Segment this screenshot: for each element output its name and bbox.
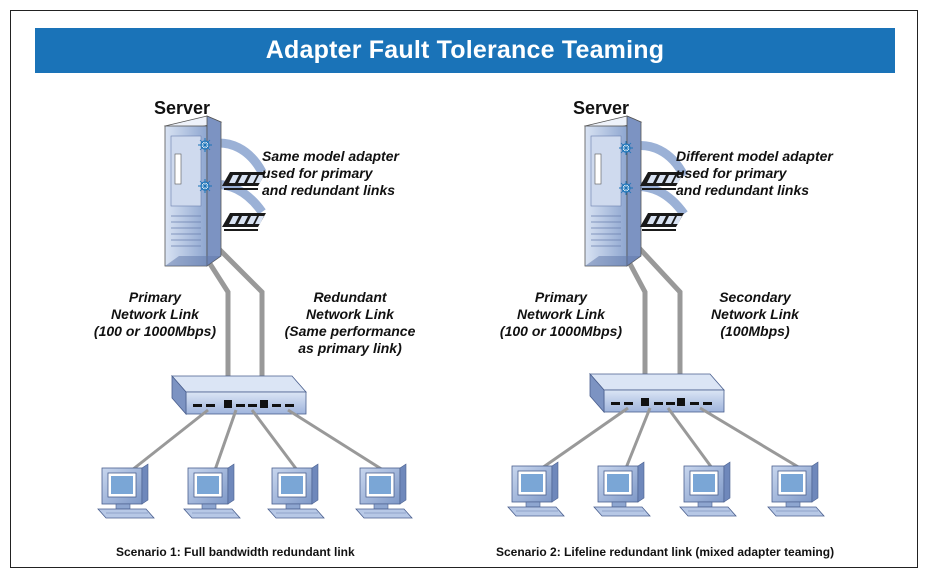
- redundant-link-label: Redundant Network Link (Same performance…: [270, 289, 430, 357]
- scenario-1: [97, 115, 413, 519]
- primary-link-label-line: Network Link: [111, 306, 199, 322]
- workstation-icon: [507, 461, 565, 517]
- secondary-link-label-line: (100Mbps): [720, 323, 790, 339]
- link-light-icon: [618, 180, 634, 196]
- redundant-link-label-line: as primary link): [298, 340, 402, 356]
- adapter-note: Different model adapter used for primary…: [676, 148, 833, 199]
- primary-link-label: Primary Network Link (100 or 1000Mbps): [80, 289, 230, 340]
- redundant-link-label-line: Network Link: [306, 306, 394, 322]
- primary-link-label: Primary Network Link (100 or 1000Mbps): [486, 289, 636, 340]
- primary-link-label-line: Primary: [128, 289, 182, 305]
- redundant-link-label-line: Redundant: [313, 289, 387, 305]
- server-label: Server: [573, 98, 630, 118]
- server-tower-icon: [584, 115, 642, 267]
- network-adapter-icon: [639, 212, 685, 231]
- adapter-note-line: Same model adapter: [262, 148, 399, 164]
- primary-link-label-line: Network Link: [517, 306, 605, 322]
- secondary-link-label-line: Network Link: [711, 306, 799, 322]
- switch-icon: [589, 372, 725, 414]
- adapter-note-line: used for primary: [676, 165, 787, 181]
- figure-title: Adapter Fault Tolerance Teaming: [35, 28, 895, 73]
- switch-icon: [171, 374, 307, 416]
- adapter-note-line: Different model adapter: [676, 148, 833, 164]
- secondary-link-line: [626, 234, 683, 406]
- adapter-note-line: used for primary: [262, 165, 373, 181]
- scenario-2: [507, 115, 825, 517]
- adapter-note-line: and redundant links: [676, 182, 810, 198]
- server-label: Server: [154, 98, 211, 118]
- adapter-note: Same model adapter used for primary and …: [262, 148, 399, 199]
- primary-link-label-line: (100 or 1000Mbps): [93, 323, 217, 339]
- figure-frame: [10, 10, 918, 568]
- link-light-icon: [197, 137, 213, 153]
- network-adapter-icon: [221, 212, 267, 231]
- scenario-caption: Scenario 2: Lifeline redundant link (mix…: [496, 545, 835, 559]
- redundant-link-line: [204, 234, 265, 408]
- secondary-link-label: Secondary Network Link (100Mbps): [690, 289, 820, 340]
- scenario-caption: Scenario 1: Full bandwidth redundant lin…: [116, 545, 355, 559]
- server-tower-icon: [164, 115, 222, 267]
- workstation-icon: [355, 463, 413, 519]
- workstation-icon: [593, 461, 651, 517]
- link-light-icon: [197, 178, 213, 194]
- primary-link-label-line: (100 or 1000Mbps): [499, 323, 623, 339]
- workstation-icon: [767, 461, 825, 517]
- link-light-icon: [618, 140, 634, 156]
- workstation-icon: [183, 463, 241, 519]
- workstation-icon: [97, 463, 155, 519]
- workstation-icon: [267, 463, 325, 519]
- redundant-link-label-line: (Same performance: [284, 323, 416, 339]
- adapter-note-line: and redundant links: [262, 182, 396, 198]
- secondary-link-label-line: Secondary: [719, 289, 791, 305]
- workstation-icon: [679, 461, 737, 517]
- primary-link-label-line: Primary: [534, 289, 588, 305]
